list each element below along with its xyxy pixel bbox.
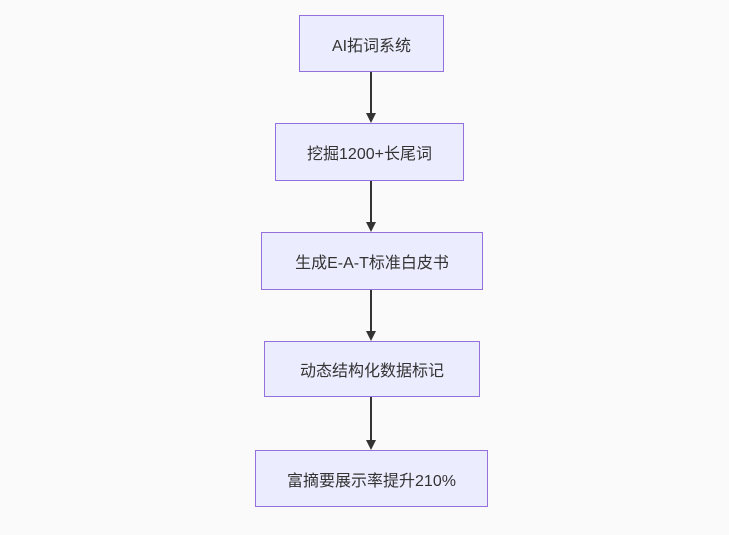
flow-node-eat-whitepaper: 生成E-A-T标准白皮书 [261,232,483,290]
flow-node-longtail-mining: 挖掘1200+长尾词 [275,123,464,181]
arrow-down-icon [366,72,376,123]
flow-node-structured-data-markup: 动态结构化数据标记 [264,341,480,397]
arrow-down-icon [366,290,376,341]
arrow-down-icon [366,181,376,232]
flow-node-ai-keyword-system: AI拓词系统 [299,15,444,72]
flow-node-rich-snippet-result: 富摘要展示率提升210% [255,450,488,507]
arrow-down-icon [366,397,376,450]
